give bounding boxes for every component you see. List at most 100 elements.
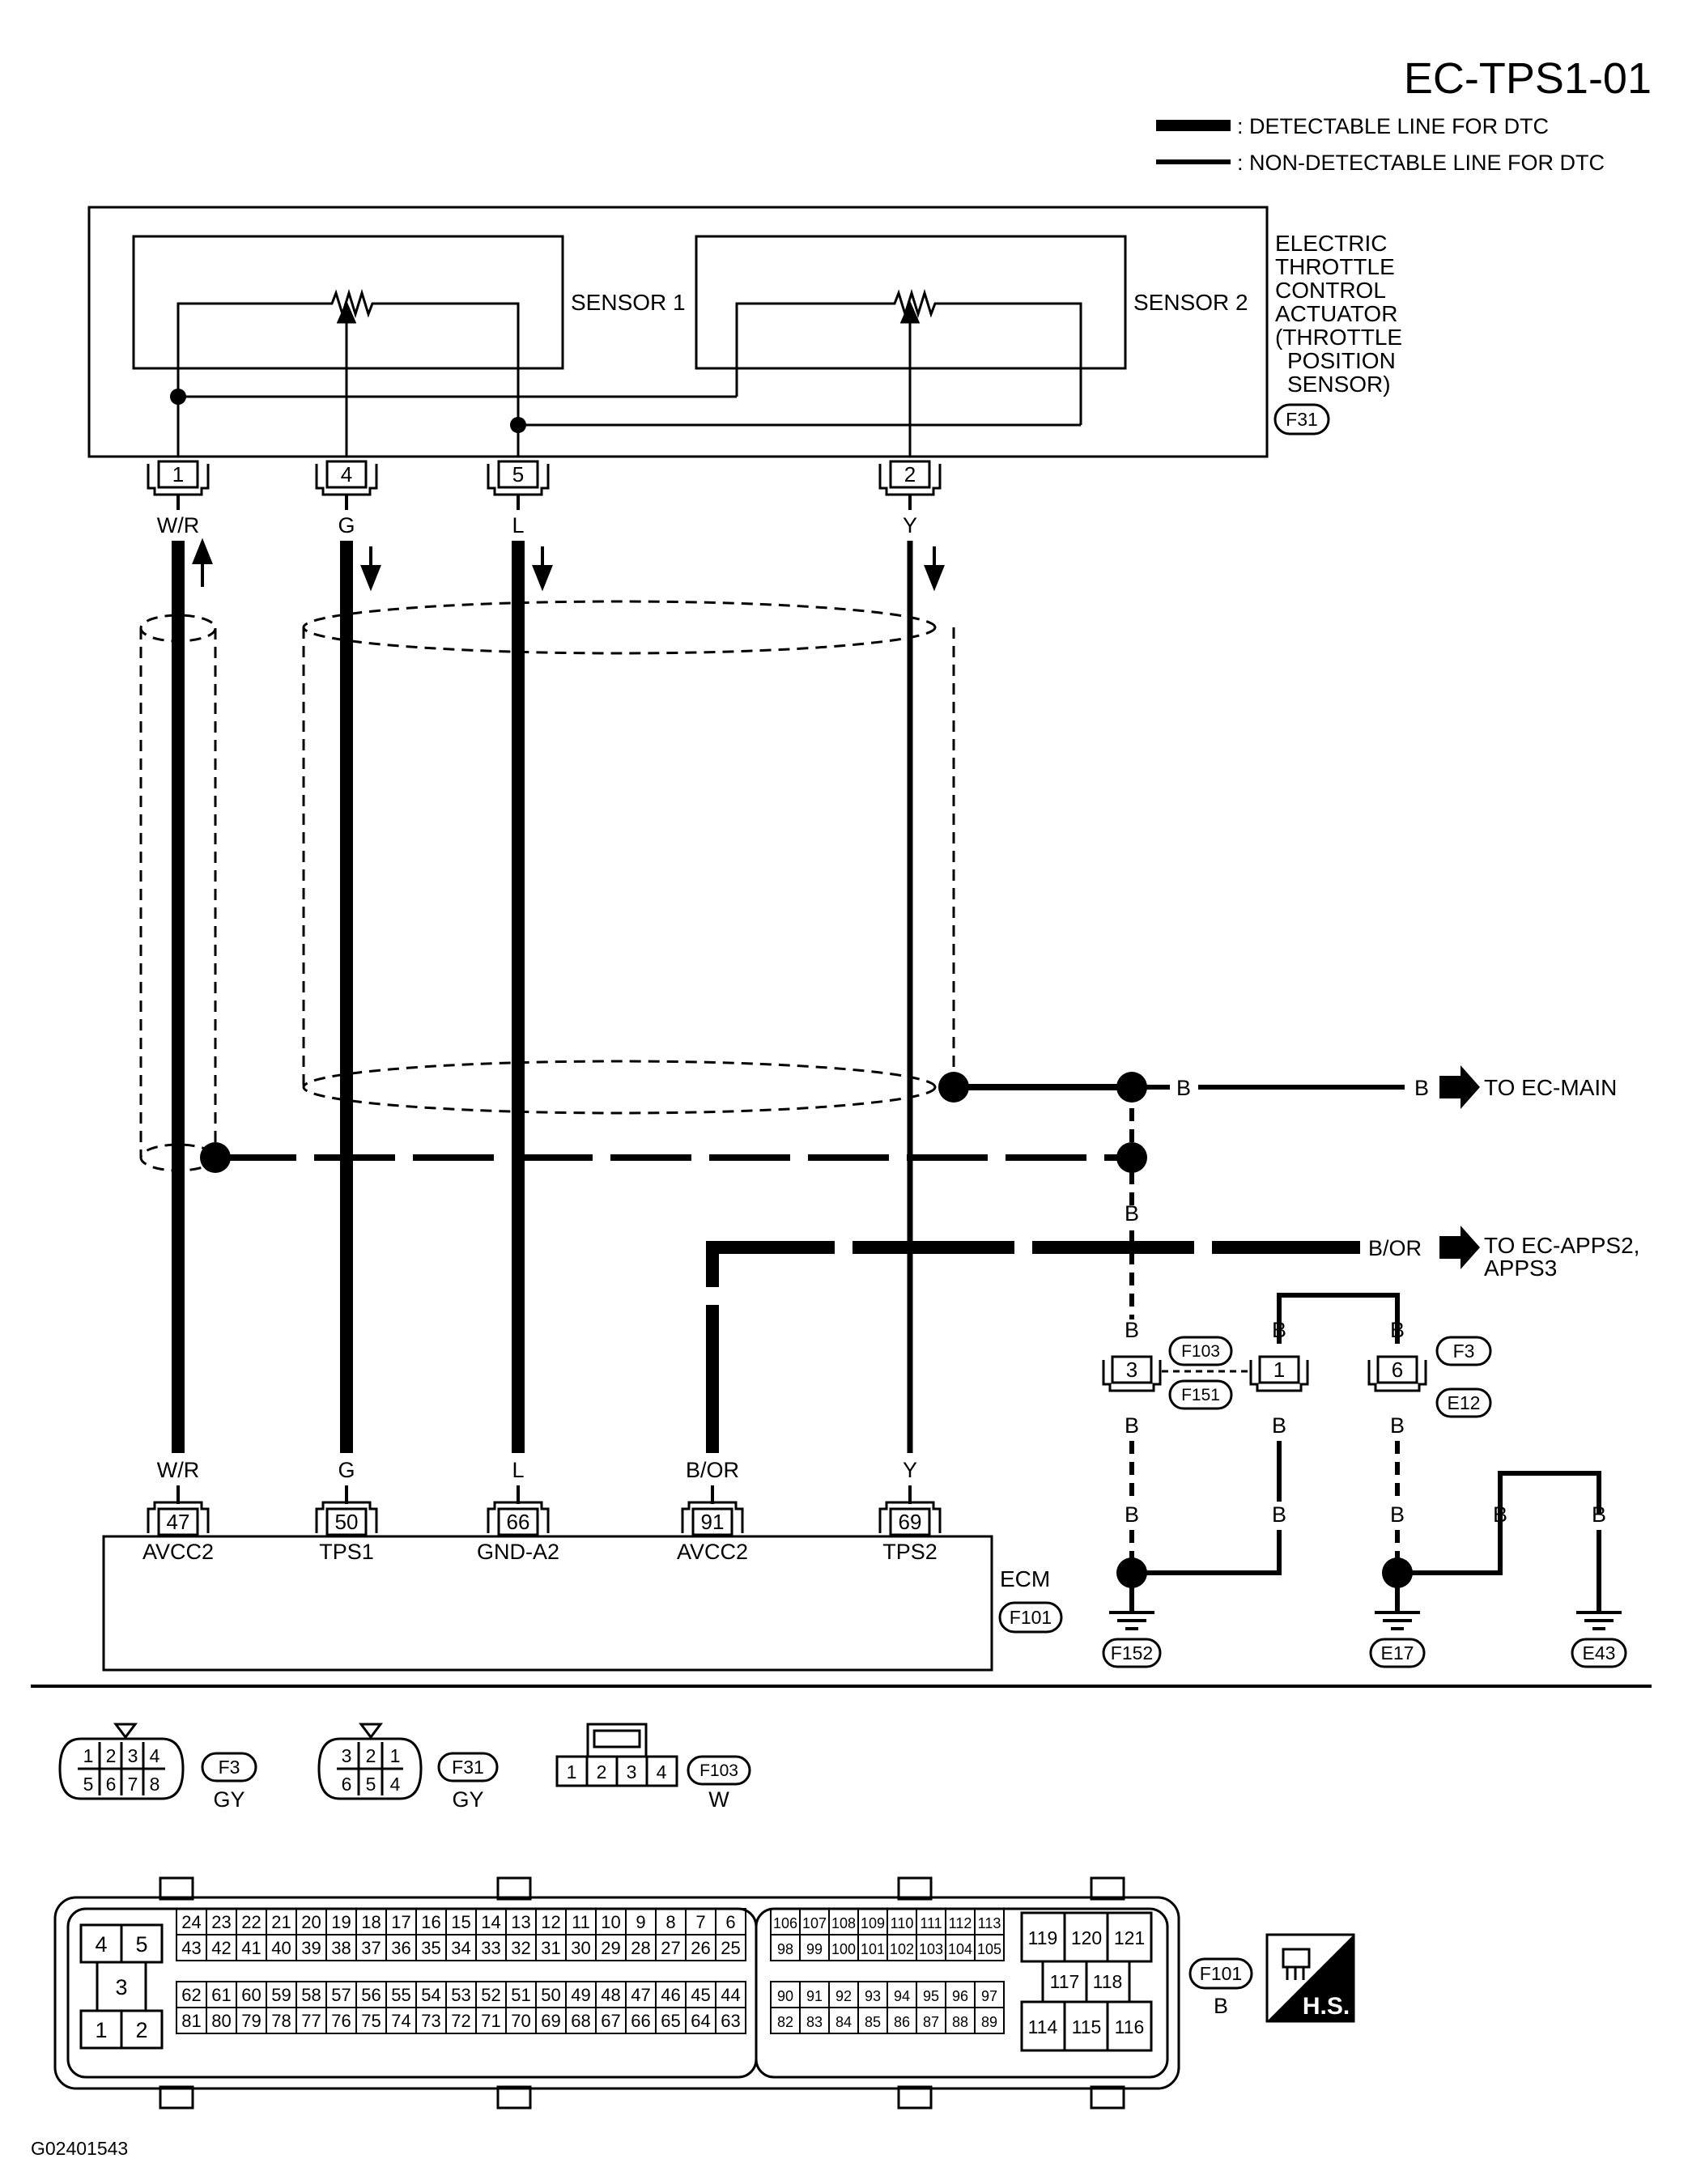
- pin-number: 8: [665, 1912, 675, 1932]
- pin-number: 21: [271, 1912, 291, 1932]
- pin-number: 5: [512, 462, 524, 487]
- junction-dot: [1382, 1557, 1413, 1588]
- wire-ground-b: [1277, 1293, 1400, 1344]
- ecm-box: [102, 1535, 993, 1672]
- pin-number: 73: [421, 2011, 440, 2031]
- pin-number: 54: [421, 1985, 440, 2005]
- wire-color-label: B: [1125, 1502, 1139, 1527]
- pin-number: 50: [335, 1510, 359, 1534]
- ecm-pin-69: 69: [878, 1485, 942, 1536]
- pin-number: 37: [361, 1938, 381, 1958]
- wire-color-label: B: [1414, 1076, 1429, 1100]
- shield-ground-dot: [938, 1072, 969, 1103]
- sensor1-circuit: [176, 288, 1082, 457]
- wire-color-label: G: [338, 513, 355, 538]
- pin-number: 36: [391, 1938, 410, 1958]
- pin-number: 87: [923, 2014, 939, 2030]
- pin-cell: [974, 2007, 1005, 2034]
- pin-number: 53: [451, 1985, 470, 2005]
- pin-number: 7: [695, 1912, 705, 1932]
- pin-number: 119: [1028, 1927, 1058, 1948]
- pin-number: 20: [301, 1912, 321, 1932]
- pin-number: 70: [511, 2011, 530, 2031]
- pin-number: 89: [981, 2014, 997, 2030]
- actuator-name-line: ACTUATOR: [1275, 301, 1397, 326]
- pin-number: 1: [172, 462, 184, 487]
- pin-number: 67: [601, 2011, 620, 2031]
- pin-number: 2: [904, 462, 916, 487]
- pin-number: 22: [241, 1912, 261, 1932]
- pin-number: 83: [806, 2014, 823, 2030]
- destination-arrow-icon: [1439, 1065, 1480, 1109]
- shield-ground-dot: [200, 1142, 231, 1173]
- pin-number: 75: [361, 2011, 381, 2031]
- pin-number: 99: [806, 1941, 823, 1957]
- signal-arrows: [192, 538, 945, 592]
- pin-number: 13: [511, 1912, 530, 1932]
- pin-number: 41: [241, 1938, 261, 1958]
- wire-color-label: Y: [903, 513, 917, 538]
- pin-number: 39: [301, 1938, 321, 1958]
- pin-number: 105: [977, 1941, 1001, 1957]
- destination-main: TO EC-MAIN: [1484, 1075, 1617, 1100]
- actuator-pin-1: 1: [147, 460, 210, 496]
- ecm-pin-66: 66: [487, 1485, 550, 1536]
- pin-number: 2: [597, 1761, 607, 1782]
- wire-color-label: W/R: [157, 513, 199, 538]
- pin-number: 106: [773, 1915, 797, 1931]
- pin-number: 35: [421, 1938, 440, 1958]
- pin-number: 14: [481, 1912, 500, 1932]
- ground-pin-3: 3: [1102, 1355, 1162, 1392]
- pin-number: 27: [661, 1938, 680, 1958]
- ground-pin-6: 6: [1367, 1355, 1427, 1392]
- actuator-pin-5: 5: [487, 460, 550, 496]
- pin-number: 100: [831, 1941, 856, 1957]
- pin-number: 58: [301, 1985, 321, 2005]
- pin-number: 7: [128, 1774, 138, 1795]
- hs-badge-text: H.S.: [1303, 1993, 1350, 2020]
- ground-icon: [1576, 1611, 1622, 1630]
- pin-number: 12: [541, 1912, 560, 1932]
- pin-number: 3: [115, 1975, 127, 1999]
- pin-number: 47: [167, 1510, 190, 1534]
- pin-number: 98: [777, 1941, 793, 1957]
- figure-id: G02401543: [31, 2138, 128, 2159]
- pin-number: 71: [481, 2011, 500, 2031]
- ground-tag: [1102, 1638, 1162, 1668]
- pin-number: 85: [865, 2014, 881, 2030]
- pin-number: 45: [691, 1985, 710, 2005]
- wire-color-label: B: [1176, 1076, 1191, 1100]
- pin-number: 6: [106, 1774, 117, 1795]
- f101-tag-text: F101: [1010, 1607, 1052, 1628]
- pin-number: 48: [601, 1985, 620, 2005]
- actuator-pin-2: 2: [878, 460, 942, 496]
- ecm-pin-name: GND-A2: [477, 1540, 559, 1564]
- pin-cell: [715, 2007, 746, 2034]
- f3-tag-text: F3: [1453, 1341, 1475, 1362]
- pin-number: 5: [366, 1774, 376, 1795]
- sensor2-label: SENSOR 2: [1133, 290, 1248, 315]
- connector-view-f31: 3 2 1 6 5 4 F31 GY: [317, 1723, 499, 1812]
- pin-number: 42: [211, 1938, 231, 1958]
- e12-tag-text: E12: [1448, 1392, 1481, 1413]
- wire-ground-b: [1498, 1471, 1601, 1514]
- f151-tag: [1168, 1379, 1233, 1410]
- pin-number: 6: [725, 1912, 735, 1932]
- pin-number: 18: [361, 1912, 381, 1932]
- pin-number: 40: [271, 1938, 291, 1958]
- connector-view-color: B: [1214, 1994, 1228, 2018]
- pin-number: 3: [1126, 1358, 1137, 1382]
- sensor1-label: SENSOR 1: [571, 290, 686, 315]
- f103-tag-text: F103: [1181, 1342, 1220, 1361]
- ground-icon: [1109, 1611, 1154, 1630]
- actuator-name-line: SENSOR): [1287, 372, 1391, 397]
- pin-number: 17: [391, 1912, 410, 1932]
- ground-tag-text: F152: [1111, 1642, 1153, 1663]
- ecm-pin-47: 47: [147, 1485, 210, 1536]
- wire-color-label: B/OR: [1368, 1236, 1422, 1260]
- actuator-name-line: ELECTRIC: [1275, 231, 1387, 256]
- pin-number: 9: [636, 1912, 645, 1932]
- pin-number: 66: [631, 2011, 650, 2031]
- pin-number: 5: [83, 1774, 94, 1795]
- pin-number: 60: [241, 1985, 261, 2005]
